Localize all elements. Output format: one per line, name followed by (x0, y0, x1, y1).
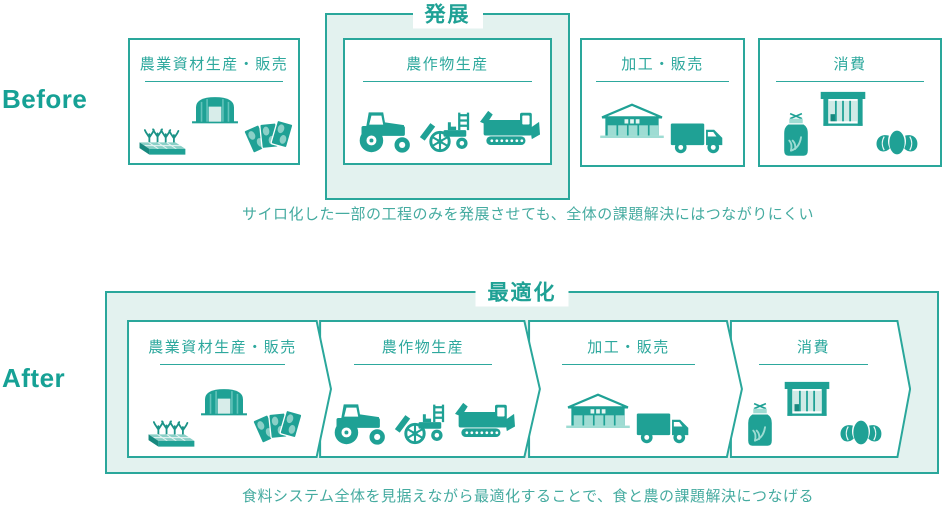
barn-icon (192, 90, 238, 128)
after-stage-chevron-processing: 加工・販売 (528, 320, 743, 458)
stage-title-production: 農作物生産 (381, 339, 465, 356)
stage-title-processing: 加工・販売 (621, 56, 704, 73)
bread-icon (874, 127, 920, 158)
stage-title-production: 農作物生産 (406, 56, 489, 73)
tractor-icon (356, 107, 414, 154)
factory-icon (566, 391, 630, 434)
stage-divider (145, 81, 283, 82)
stage-icons (325, 399, 521, 458)
stage-icons (534, 391, 723, 458)
stage-divider (776, 81, 924, 82)
stage-divider (759, 364, 868, 365)
before-caption: サイロ化した一部の工程のみを発展させても、全体の課題解決にはつながりにくい (241, 206, 814, 223)
before-stage-card-consumption: 消費 (758, 38, 942, 167)
after-stage-chevron-production: 農作物生産 (319, 320, 541, 458)
combine-harvester-icon (480, 108, 540, 152)
before-stage-card-processing: 加工・販売 (580, 38, 745, 167)
after-caption: 食料システム全体を見据えながら最適化することで、食と農の課題解決につなげる (241, 488, 814, 505)
seed-packets-icon (252, 403, 304, 450)
truck-icon (669, 118, 725, 156)
optimization-title: 最適化 (475, 276, 569, 307)
stage-icons (760, 91, 940, 165)
stage-divider (354, 364, 492, 365)
after-stage-chevron-consumption: 消費 (730, 320, 911, 458)
stage-icons (130, 90, 298, 163)
before-stage-card-production: 農作物生産 (343, 38, 552, 165)
tractor-icon (331, 399, 389, 446)
development-title: 発展 (412, 0, 483, 29)
stage-divider (596, 81, 729, 82)
seedling-tray-icon (142, 404, 196, 450)
seedling-tray-icon (133, 112, 187, 158)
rice-transplanter-icon (394, 400, 450, 446)
stage-title-consumption: 消費 (796, 339, 830, 356)
storefront-icon (817, 91, 869, 132)
after-flow: 農業資材生産・販売 農作物生産 (127, 320, 911, 458)
development-highlight-box: 発展 農作物生産 (325, 0, 570, 200)
truck-icon (635, 408, 691, 446)
rice-bag-icon (744, 401, 776, 450)
rice-transplanter-icon (419, 108, 475, 154)
before-stage-card-materials: 農業資材生産・販売 (128, 38, 300, 165)
stage-divider (363, 81, 532, 82)
stage-icons (582, 101, 743, 165)
stage-title-consumption: 消費 (833, 56, 867, 73)
bread-icon (838, 417, 884, 448)
rice-bag-icon (780, 111, 812, 160)
combine-harvester-icon (455, 400, 515, 444)
before-label: Before (2, 84, 88, 114)
stage-icons (736, 381, 891, 458)
seed-packets-icon (243, 113, 295, 160)
stage-divider (159, 364, 286, 365)
after-label: After (2, 363, 66, 393)
barn-icon (201, 382, 247, 420)
stage-icons (345, 107, 550, 163)
optimization-container: 最適化 農業資材生産・販売 農作物生産 (105, 276, 939, 474)
stage-icons (133, 382, 312, 458)
stage-title-materials: 農業資材生産・販売 (148, 339, 297, 356)
factory-icon (600, 101, 664, 144)
stage-title-materials: 農業資材生産・販売 (139, 56, 289, 73)
stage-divider (562, 364, 695, 365)
after-stage-chevron-materials: 農業資材生産・販売 (127, 320, 332, 458)
stage-title-processing: 加工・販売 (587, 339, 670, 356)
storefront-icon (781, 381, 833, 422)
